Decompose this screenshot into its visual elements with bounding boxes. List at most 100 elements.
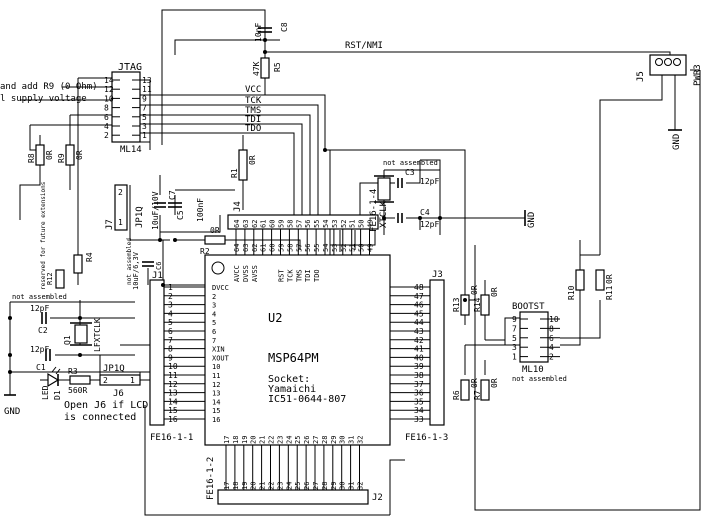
c8-ref: C8	[280, 22, 289, 32]
r6-value: 0R	[470, 378, 479, 388]
j4-pin-label: 49	[367, 220, 375, 228]
r1-ref: R1	[230, 168, 239, 178]
r11-resistor: R11 0R	[595, 269, 614, 300]
j7-ref: J7	[105, 219, 115, 230]
r13-ref: R13	[452, 297, 461, 312]
jtag-pin-label: 4	[104, 122, 109, 131]
gnd-left: GND	[4, 407, 20, 417]
net-tms: TMS	[245, 106, 261, 116]
mcu-top-pin: 61	[260, 244, 268, 252]
r1-resistor: R1 0R	[230, 149, 257, 181]
net-rst: RST/NMI	[345, 41, 383, 51]
r6-resistor: R6 0R	[452, 378, 479, 401]
r4-resistor: R4	[73, 252, 94, 274]
net-labels: RST/NMI VCC TCK TMS TDI TDO	[245, 41, 383, 134]
c1-ref: C1	[36, 363, 46, 372]
lcd-note-2: is connected	[64, 412, 136, 423]
c7-value: 10uF/10V	[151, 191, 160, 230]
svg-text:2: 2	[103, 376, 108, 385]
mcu-top-pin: 64	[233, 244, 241, 252]
net-tdi: TDI	[245, 115, 261, 125]
mcu-top-label: RST	[278, 269, 286, 282]
mcu-left-label: 3	[212, 302, 216, 310]
j4-pin-label: 59	[278, 220, 286, 228]
jtag-pin-label: 2	[104, 131, 109, 140]
r7-resistor: R7 0R	[473, 378, 499, 401]
mcu-left-label: 14	[212, 398, 220, 406]
c5-value: 100nF	[196, 198, 205, 222]
socket-line-3: IC51-0644-807	[268, 394, 346, 405]
j2-pin-label: 23	[276, 482, 284, 490]
net-tck: TCK	[245, 96, 262, 106]
c6-note: not assembled	[126, 238, 133, 285]
mcu-left-label: XIN	[212, 346, 225, 354]
jtag-pin-label: 1	[142, 131, 147, 140]
jp1-jumper: 2 1 JP1Q J7	[105, 184, 145, 231]
wires	[9, 9, 701, 516]
led-name: LED	[41, 385, 50, 400]
j4-pin-label: 64	[233, 220, 241, 228]
mcu-top-label: TMS	[295, 269, 303, 282]
boot-title: BOOTST	[512, 302, 545, 312]
mcu-left-label: 13	[212, 390, 220, 398]
mcu-top-pin: 52	[340, 244, 348, 252]
reserved-note: reserved for future extensions	[40, 181, 47, 290]
j2-pin-label: 19	[241, 482, 249, 490]
c5-ref: C5	[176, 210, 185, 220]
mcu-bottom-pin: 32	[357, 436, 365, 444]
j4-pin-label: 51	[349, 220, 357, 228]
c6-capacitor: 10uF/6,3V C6 not assembled	[126, 238, 163, 290]
lcd-note-1: Open J6 if LCD	[64, 400, 148, 411]
j2-name: FE16-1-2	[206, 457, 216, 500]
jtag-pin-label: 5	[142, 113, 147, 122]
mcu-bottom-pin: 31	[348, 436, 356, 444]
r14-value: 0R	[490, 287, 499, 297]
j2-pin-label: 18	[232, 482, 240, 490]
j2-pin-label: 21	[259, 482, 267, 490]
j3-name: FE16-1-3	[405, 433, 448, 443]
mcu-bottom-pin: 22	[268, 436, 276, 444]
c6-value: 10uF/6,3V	[132, 251, 140, 290]
svg-text:1: 1	[118, 218, 123, 227]
mcu-top-label: TDO	[313, 269, 321, 282]
net-vcc: VCC	[245, 85, 261, 95]
net-tdo: TDO	[245, 124, 261, 134]
junctions	[8, 38, 467, 374]
r13-value: 0R	[470, 285, 479, 295]
mcu-bottom-pin: 19	[241, 436, 249, 444]
mcu-bottom-pin: 25	[294, 436, 302, 444]
q1-value: LFXTCLK	[93, 318, 102, 352]
mcu-left-label: 11	[212, 372, 220, 380]
r8-ref: R8	[27, 153, 36, 163]
mcu-left-label: 5	[212, 319, 216, 327]
j2-ref: J2	[372, 493, 383, 503]
r8-resistor: R8 0R	[27, 144, 54, 166]
j4-pin-label: 60	[269, 220, 277, 228]
c4-ref: C4	[420, 208, 430, 217]
jtag-name: ML14	[120, 145, 142, 155]
jp6-ref: JP1Q	[103, 364, 125, 374]
mcu-top-pin: 56	[304, 244, 312, 252]
mcu-bottom-pin: 20	[250, 436, 258, 444]
mcu-top-pin: 55	[313, 244, 321, 252]
r12-ref: R12	[46, 272, 54, 285]
mcu-bottom-pin: 28	[321, 436, 329, 444]
lf-oscillator: not assembled 12pF C2 Q1 LFXTCLK 12pF C1	[12, 293, 102, 372]
c2-ref: C2	[38, 326, 48, 335]
jtag-pin-label: 9	[142, 94, 147, 103]
j2-pin-label: 20	[250, 482, 258, 490]
gnd-right: GND	[527, 212, 537, 228]
jtag-pin-label: 10	[104, 94, 114, 103]
jtag-pin-label: 11	[142, 85, 152, 94]
mcu-top-pin: 60	[269, 244, 277, 252]
c6-ref: C6	[155, 262, 163, 270]
j2-pin-label: 28	[321, 482, 329, 490]
j1-ref: J1	[152, 271, 163, 281]
j2-pin-label: 25	[294, 482, 302, 490]
mcu-top-pin: 57	[295, 244, 303, 252]
r6-ref: R6	[452, 390, 461, 400]
jp1-ref: JP1Q	[135, 206, 145, 228]
